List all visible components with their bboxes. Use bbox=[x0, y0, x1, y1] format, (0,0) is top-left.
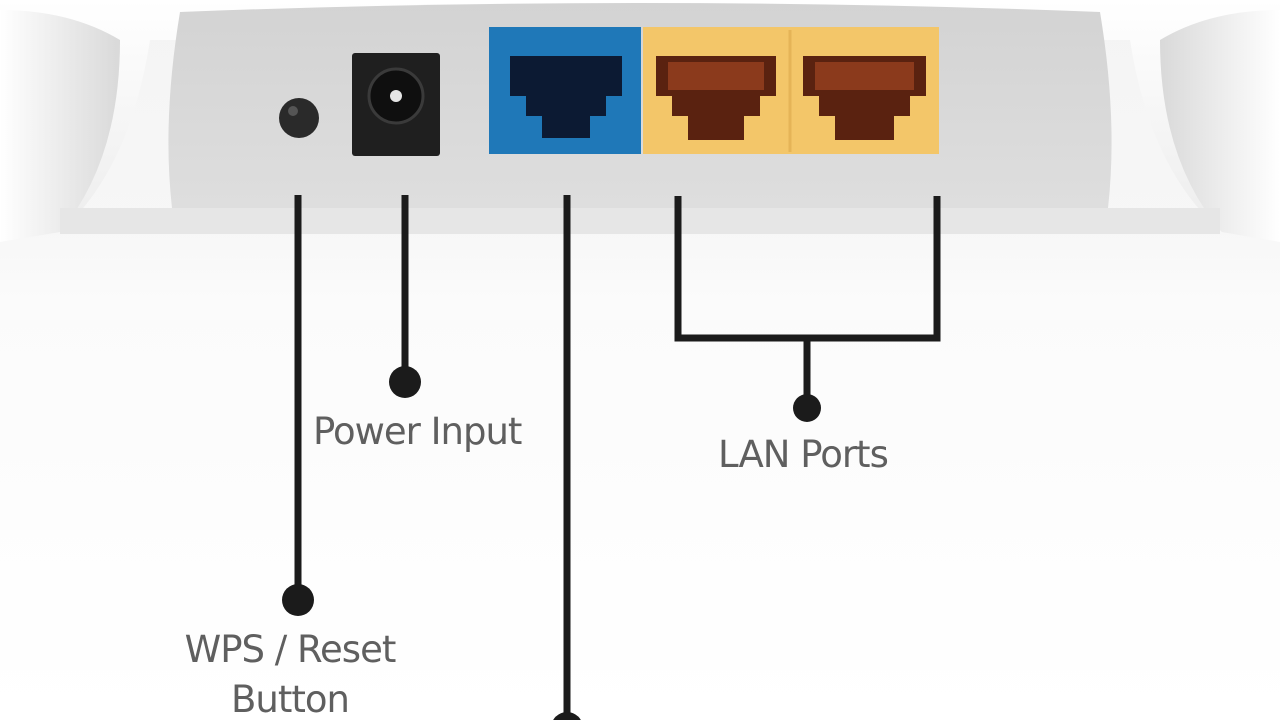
lan-port-2-contacts bbox=[815, 62, 914, 90]
wps-reset-button-hole bbox=[279, 98, 319, 138]
label-wps-reset-button: WPS / Reset Button bbox=[160, 625, 420, 720]
lan-port-2 bbox=[803, 56, 926, 140]
lan-port-1-contacts bbox=[668, 62, 764, 90]
wps-reset-button bbox=[279, 98, 319, 138]
callout-dot-power-input bbox=[389, 366, 421, 398]
label-lan-ports: LAN Ports bbox=[718, 433, 889, 476]
lan-ports bbox=[643, 27, 939, 154]
label-wps-reset-line1: WPS / Reset bbox=[184, 628, 397, 671]
wps-reset-button-highlight bbox=[288, 106, 298, 116]
router-left-leg bbox=[0, 10, 120, 242]
callout-dot-wps-reset bbox=[282, 584, 314, 616]
power-input-jack bbox=[352, 53, 440, 156]
callout-lines bbox=[294, 195, 941, 720]
label-wps-reset-line2: Button bbox=[231, 678, 350, 720]
router-base-shadow bbox=[60, 208, 1220, 234]
wan-port bbox=[489, 27, 641, 154]
router-right-leg bbox=[1160, 10, 1280, 242]
callout-dot-wan bbox=[553, 712, 581, 720]
callout-dot-lan-ports bbox=[793, 394, 821, 422]
label-power-input: Power Input bbox=[313, 410, 522, 453]
router-shell bbox=[0, 0, 1280, 240]
power-jack-pin bbox=[390, 90, 402, 102]
wan-port-connector bbox=[510, 56, 622, 138]
lan-port-1 bbox=[656, 56, 776, 140]
callout-dots bbox=[282, 366, 821, 720]
